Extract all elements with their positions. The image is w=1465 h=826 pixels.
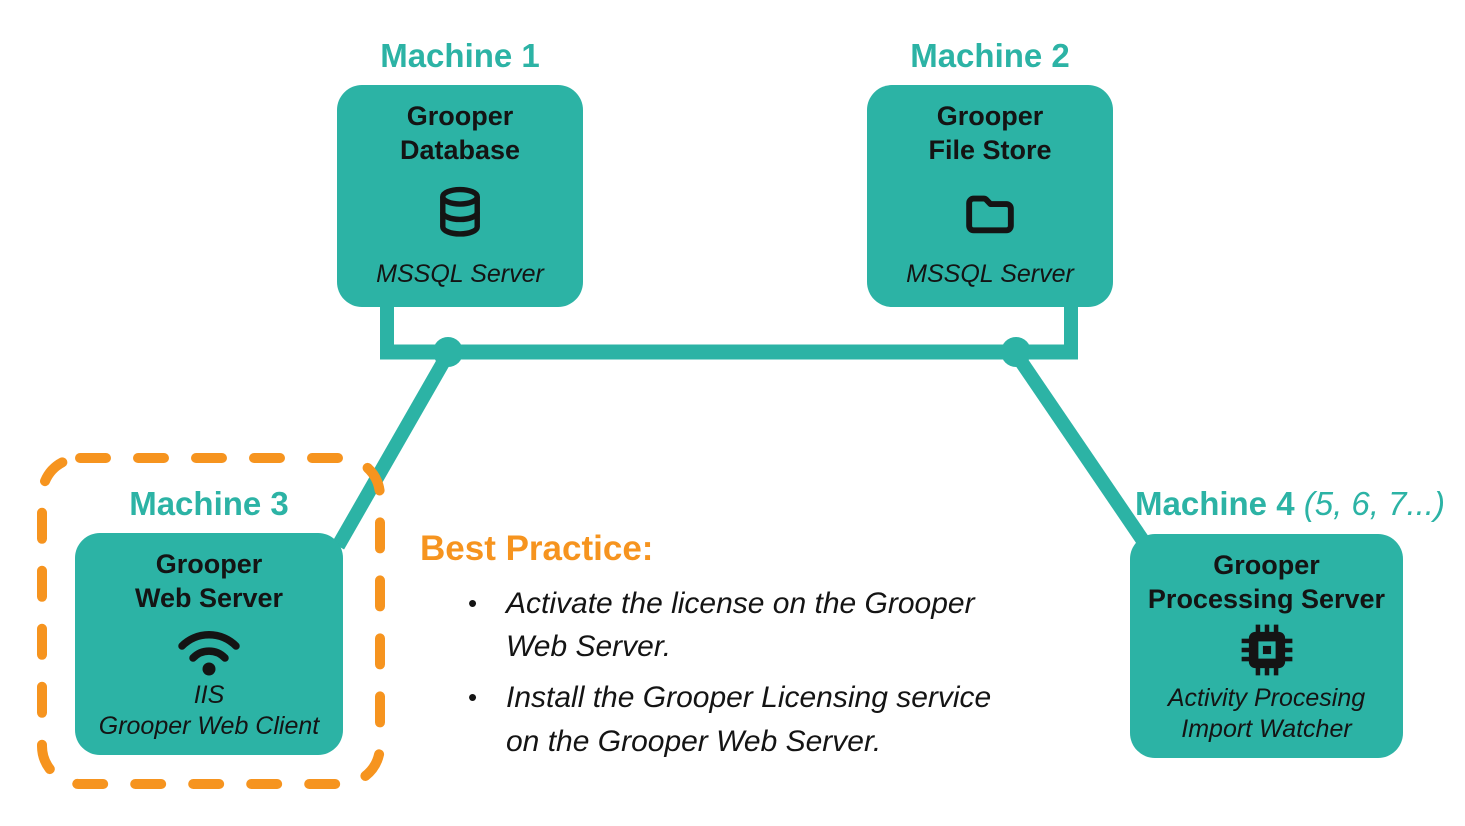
- best-practice-item-text: Activate the license on the Grooper Web …: [506, 587, 975, 664]
- bullet-marker: •: [468, 588, 478, 618]
- machine-3-name: Grooper Web Server: [135, 548, 283, 616]
- machine-4-title-suffix: (5, 6, 7...): [1294, 485, 1445, 522]
- machine-2-box: Grooper File Store MSSQL Server: [867, 85, 1113, 308]
- machine-3-group: Machine 3 Grooper Web Server IIS Grooper…: [75, 484, 343, 756]
- machine-2-name: Grooper File Store: [928, 100, 1051, 168]
- machine3-highlight-border: [37, 453, 385, 789]
- machine-2-name-line2: File Store: [928, 135, 1052, 165]
- database-icon: [431, 185, 489, 243]
- machine-2-group: Machine 2 Grooper File Store MSSQL Serve…: [867, 36, 1113, 308]
- machine-4-subline-1: Activity Procesing: [1167, 683, 1366, 712]
- machine-1-title-text: Machine 1: [380, 37, 540, 74]
- machine-4-subline-2: Import Watcher: [1181, 714, 1352, 743]
- best-practice-item: • Install the Grooper Licensing service …: [468, 676, 1020, 762]
- machine-4-name: Grooper Processing Server: [1148, 549, 1385, 617]
- machine-2-title: Machine 2: [910, 36, 1070, 76]
- best-practice-heading: Best Practice:: [420, 529, 654, 568]
- left-junction-dot: [433, 337, 463, 367]
- machine-1-name-line2: Database: [399, 135, 521, 165]
- machine-3-name-line2: Web Server: [134, 583, 284, 613]
- best-practice-note: Best Practice: • Activate the license on…: [420, 528, 1068, 771]
- bullet-marker: •: [468, 682, 478, 713]
- wifi-icon: [174, 620, 244, 676]
- machine-1-name-line1: Grooper: [406, 101, 514, 132]
- machine-1-title: Machine 1: [380, 36, 540, 76]
- machine-3-title-text: Machine 3: [129, 485, 289, 522]
- machine-2-title-text: Machine 2: [910, 37, 1070, 74]
- machine-3-name-line1: Grooper: [155, 549, 263, 580]
- machine-3-title: Machine 3: [129, 484, 289, 524]
- machine-2-name-line1: Grooper: [936, 101, 1044, 132]
- machine-1-subline-1: MSSQL Server: [376, 260, 544, 289]
- machine-4-name-line2: Processing Server: [1147, 584, 1386, 614]
- machine-4-name-line1: Grooper: [1213, 550, 1320, 581]
- machine-3-sublabel: IIS Grooper Web Client: [99, 680, 319, 742]
- machine-1-box: Grooper Database MSSQL Server: [337, 85, 583, 308]
- machine4-diagonal-line: [1010, 350, 1154, 552]
- cpu-icon: [1238, 621, 1296, 679]
- machine-1-group: Machine 1 Grooper Database MSSQL Server: [337, 36, 583, 308]
- machine-3-box: Grooper Web Server IIS Grooper Web Clien…: [75, 533, 343, 756]
- machine-4-title: Machine 4 (5, 6, 7...): [1130, 484, 1445, 524]
- best-practice-item: • Activate the license on the Grooper We…: [468, 582, 1020, 668]
- folder-icon: [961, 185, 1019, 243]
- machine-3-subline-1: IIS: [193, 680, 225, 709]
- machine-2-subline-1: MSSQL Server: [906, 260, 1074, 289]
- machine-3-subline-2: Grooper Web Client: [98, 711, 320, 740]
- machine-4-title-text: Machine 4: [1135, 485, 1295, 522]
- machine-4-group: Machine 4 (5, 6, 7...) Grooper Processin…: [1130, 484, 1445, 759]
- machine3-diagonal-line: [331, 350, 455, 550]
- best-practice-item-text: Install the Grooper Licensing service on…: [506, 681, 992, 758]
- machine-1-name: Grooper Database: [400, 100, 520, 168]
- right-junction-dot: [1001, 337, 1031, 367]
- best-practice-list: • Activate the license on the Grooper We…: [468, 582, 1020, 763]
- machine-4-box: Grooper Processing Server Activ: [1130, 534, 1403, 759]
- machine-1-sublabel: MSSQL Server: [376, 259, 544, 290]
- machine-4-sublabel: Activity Procesing Import Watcher: [1168, 683, 1365, 745]
- machine-2-sublabel: MSSQL Server: [906, 259, 1074, 290]
